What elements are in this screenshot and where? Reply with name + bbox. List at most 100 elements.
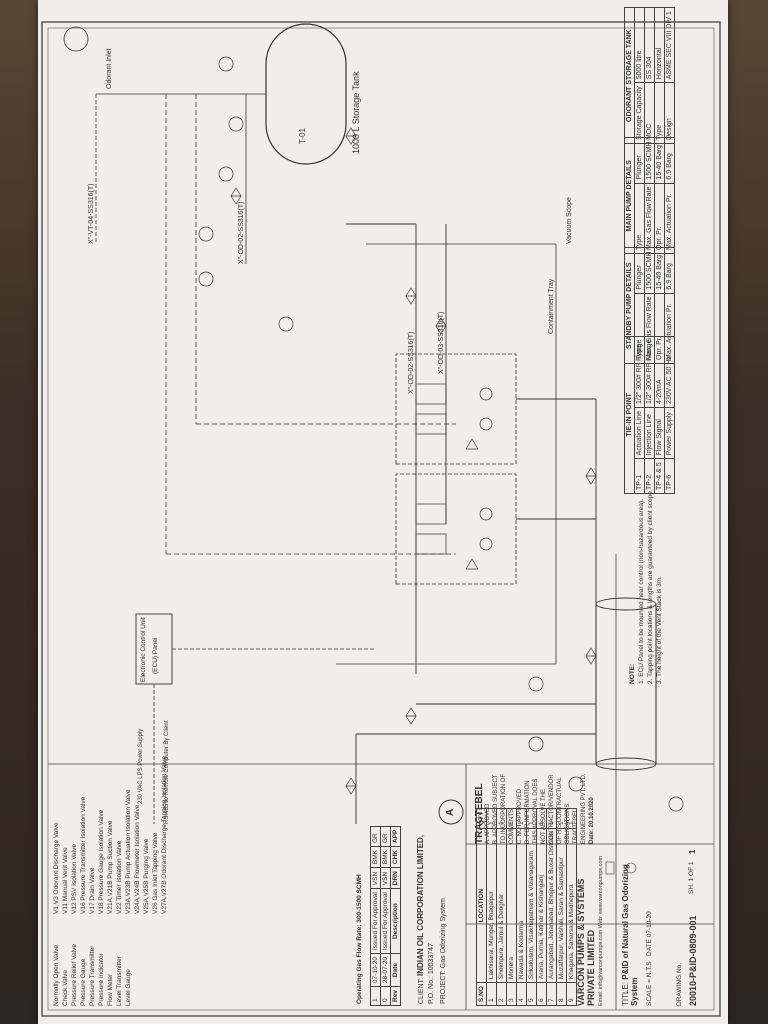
approval-date: Date: 20.10.2020: [589, 797, 595, 844]
valve-item: V26 Gas Inlet Tapping Valve: [152, 832, 159, 914]
col-header: Description: [390, 888, 401, 954]
cell: GR: [370, 826, 381, 847]
scale: SCALE = N.T.S: [646, 961, 653, 1006]
cell: 7: [546, 982, 557, 1006]
table-title: MAIN PUMP DETAILS: [624, 137, 635, 254]
cell: Storage Capacity: [634, 82, 645, 144]
cell: GR: [380, 826, 391, 847]
client-name: INDIAN OIL CORPORATION LIMITED,: [416, 834, 425, 976]
notes-title: NOTE:: [629, 663, 636, 684]
legend-item: Check Valve: [62, 969, 69, 1006]
cell: Muzaffarpur, Vaishali, Saran & Samastipu…: [556, 828, 567, 983]
legend-item: Pressure Relief Valve: [71, 943, 78, 1006]
valve-item: V25A,V25B Purging Valve: [143, 838, 150, 914]
valve-item: V17 Drain Valve: [89, 867, 96, 915]
cell: VSN: [380, 867, 391, 889]
legend-item: Pressure Transmitter: [89, 945, 96, 1006]
cell: 1: [486, 808, 497, 829]
client-block: CLIENT: INDIAN OIL CORPORATION LIMITED, …: [416, 835, 437, 1004]
cell: 28-07-20: [380, 953, 391, 987]
cell: Shekhpura, Jamui & Deoghar: [496, 828, 507, 983]
note-line: 3. The height of the Vent Stack is 3m.: [656, 576, 663, 684]
cell: 1: [566, 808, 577, 829]
table-title: TIE-IN POINT: [624, 336, 635, 494]
cell: BMK: [380, 846, 391, 868]
col-header: APP: [390, 826, 401, 847]
cell: 2: [496, 982, 507, 1006]
cell: TP-1: [634, 458, 645, 494]
cell: 4-20mA: [654, 336, 665, 408]
cell: 15-40 Barg: [654, 247, 665, 294]
drawing-no-label: DRAWING No.: [676, 962, 683, 1006]
legend-item: Normally Open Valve: [53, 945, 60, 1006]
cell: 4: [516, 982, 527, 1006]
cell: 1: [546, 808, 557, 829]
cell: Max. Actuation Pr.: [664, 183, 675, 254]
cell: VSN: [370, 867, 381, 889]
cell: Flow Signal: [654, 407, 665, 459]
cell: Plunger: [634, 137, 645, 184]
vendor-address: Email: info@varconpumps.com Web: www.var…: [598, 855, 604, 1006]
cell: 1: [536, 808, 547, 829]
standby-pump-box: [395, 473, 517, 585]
cell: Injection Line: [644, 407, 655, 459]
notes-block: NOTE: 1. ECU Panel to be mounted near co…: [628, 489, 664, 684]
cell: 5000 litre: [634, 7, 645, 83]
cell: Issued For Approval: [370, 888, 381, 954]
pid-diagram: [41, 21, 721, 1017]
cell: Max. Gas Flow Rate: [644, 183, 655, 254]
cell: Type: [634, 183, 645, 254]
note-line: 1. ECU Panel to be mounted near control …: [638, 499, 645, 684]
col-header: LOCATION: [476, 828, 487, 983]
legend-item: Level Gauge: [125, 969, 132, 1006]
cell: 3: [506, 982, 517, 1006]
drawing-sheet: T-01 1000 L Storage Tank Odorant Inlet X…: [38, 0, 728, 1024]
cell: Aurangabad, Jehanabad, Bhojpur & Buxar D…: [546, 828, 557, 983]
vendor-block: VARCON PUMPS & SYSTEMS PRIVATE LIMITED E…: [576, 846, 606, 1006]
cell: 1: [370, 986, 381, 1006]
valve-item: V1,V3 Odorant Discharge Valve: [53, 822, 60, 914]
cell: Khagaria, Saharsa & Madhepura: [566, 828, 577, 983]
valve-item: V22 Timer Isolation Valve: [116, 840, 123, 914]
cell: Type: [654, 82, 665, 144]
cell: Plunger: [634, 247, 645, 294]
client-label: CLIENT:: [418, 977, 425, 1004]
valve-item: V27A,V27B Odorant Discharge Tapping Isol…: [161, 755, 168, 914]
line-tag-suction: X"-OD-02-SS316(T): [408, 331, 415, 394]
valve-item: V16 Pressure Transmitter Isolation Valve: [80, 796, 87, 914]
cell: 07-10-20: [370, 953, 381, 987]
cell: 1: [496, 808, 507, 829]
cell: 1: [486, 982, 497, 1006]
revision-number: 1: [688, 849, 697, 854]
cell: 1: [516, 808, 527, 829]
table-row: Opr. Pr.15-40 Barg: [654, 137, 665, 254]
col-header: CHK: [390, 846, 401, 868]
cell: 1500 SCMH: [644, 137, 655, 184]
cell: 1: [556, 808, 567, 829]
valve-item: V23A,V23B Pump Actuation Isolation Valve: [125, 789, 132, 914]
title-label: TITLE:: [621, 981, 630, 1006]
col-header: QTY: [476, 808, 487, 829]
vent-flame-icon: [63, 26, 89, 52]
odorant-inlet-label: Odorant Inlet: [106, 48, 113, 89]
legend-symbols: Normally Open Valve Check Valve Pressure…: [52, 944, 133, 1006]
valve-item: V12 PSV Isolation Valve: [71, 844, 78, 914]
cell: Araria, Purnia, Katihar & Kishanganj: [536, 828, 547, 983]
cell: ASME SEC VIII DIV 1: [664, 7, 675, 83]
